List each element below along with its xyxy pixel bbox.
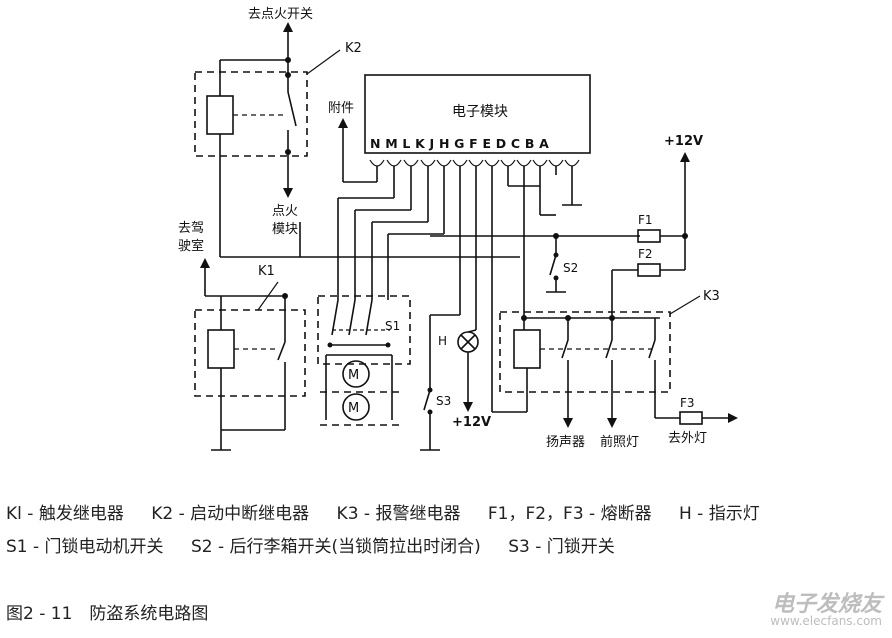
plus12v-top-label: +12V xyxy=(664,134,703,149)
legend-item: S1 - 门锁电动机开关 xyxy=(6,537,164,557)
k1-relay-box xyxy=(194,309,306,397)
f3-fuse xyxy=(679,411,703,425)
ignition-module-label-1: 点火 xyxy=(272,204,298,219)
f1-fuse xyxy=(637,229,661,243)
electronic-module-label: 电子模块 xyxy=(452,104,508,120)
electronic-module-box xyxy=(364,74,591,154)
k3-relay-box xyxy=(499,311,671,393)
h-label: H xyxy=(438,334,447,348)
k2-coil xyxy=(206,95,234,135)
legend-item: K2 - 启动中断继电器 xyxy=(151,504,310,524)
k3-coil xyxy=(513,329,541,369)
motor-2 xyxy=(342,393,370,421)
k2-label: K2 xyxy=(345,41,362,56)
legend-item: S2 - 后行李箱开关(当锁筒拉出时闭合) xyxy=(190,537,481,557)
to-outer-light-label: 去外灯 xyxy=(668,431,707,446)
k1-label: K1 xyxy=(258,264,275,279)
s1-label: S1 xyxy=(385,319,400,333)
s3-label: S3 xyxy=(436,394,451,408)
watermark-text: 电子发烧友 xyxy=(771,591,882,617)
to-ignition-switch-label: 去点火开关 xyxy=(248,7,313,22)
accessory-label: 附件 xyxy=(328,101,354,116)
speaker-label: 扬声器 xyxy=(546,435,585,450)
legend-item: S3 - 门锁开关 xyxy=(508,537,615,557)
legend-item: K3 - 报警继电器 xyxy=(336,504,461,524)
motor-1-label: M xyxy=(348,368,359,383)
ignition-module-label-2: 模块 xyxy=(272,222,298,237)
watermark-url: www.elecfans.com xyxy=(770,614,882,628)
motor-1 xyxy=(342,360,370,388)
legend-item: H - 指示灯 xyxy=(679,504,760,524)
f2-fuse xyxy=(637,263,661,277)
module-pin-labels: N M L K J H G F E D C B A xyxy=(370,136,549,151)
plus12v-bottom-label: +12V xyxy=(452,415,491,430)
figure-caption: 图2 - 11 防盗系统电路图 xyxy=(6,604,209,624)
circuit-diagram: 去点火开关 K2 点火 模块 电子模块 N M L K J H G F E D … xyxy=(178,7,738,451)
watermark-logo: 电子发烧友 www.elecfans.com xyxy=(742,586,882,630)
component-legend: Kl - 触发继电器 K2 - 启动中断继电器 K3 - 报警继电器 F1，F2… xyxy=(6,498,886,564)
k2-relay-box xyxy=(194,71,308,157)
f3-label: F3 xyxy=(680,396,695,410)
s2-label: S2 xyxy=(563,261,578,275)
to-cab-label-2: 驶室 xyxy=(178,238,204,254)
f2-label: F2 xyxy=(638,247,653,261)
to-cab-label-1: 去驾 xyxy=(178,221,204,236)
k1-coil xyxy=(207,329,235,369)
legend-item: Kl - 触发继电器 xyxy=(6,504,124,524)
headlight-label: 前照灯 xyxy=(600,434,639,450)
k3-label: K3 xyxy=(703,289,720,304)
legend-item: F1，F2，F3 - 熔断器 xyxy=(487,504,652,524)
f1-label: F1 xyxy=(638,213,653,227)
motor-2-label: M xyxy=(348,401,359,416)
